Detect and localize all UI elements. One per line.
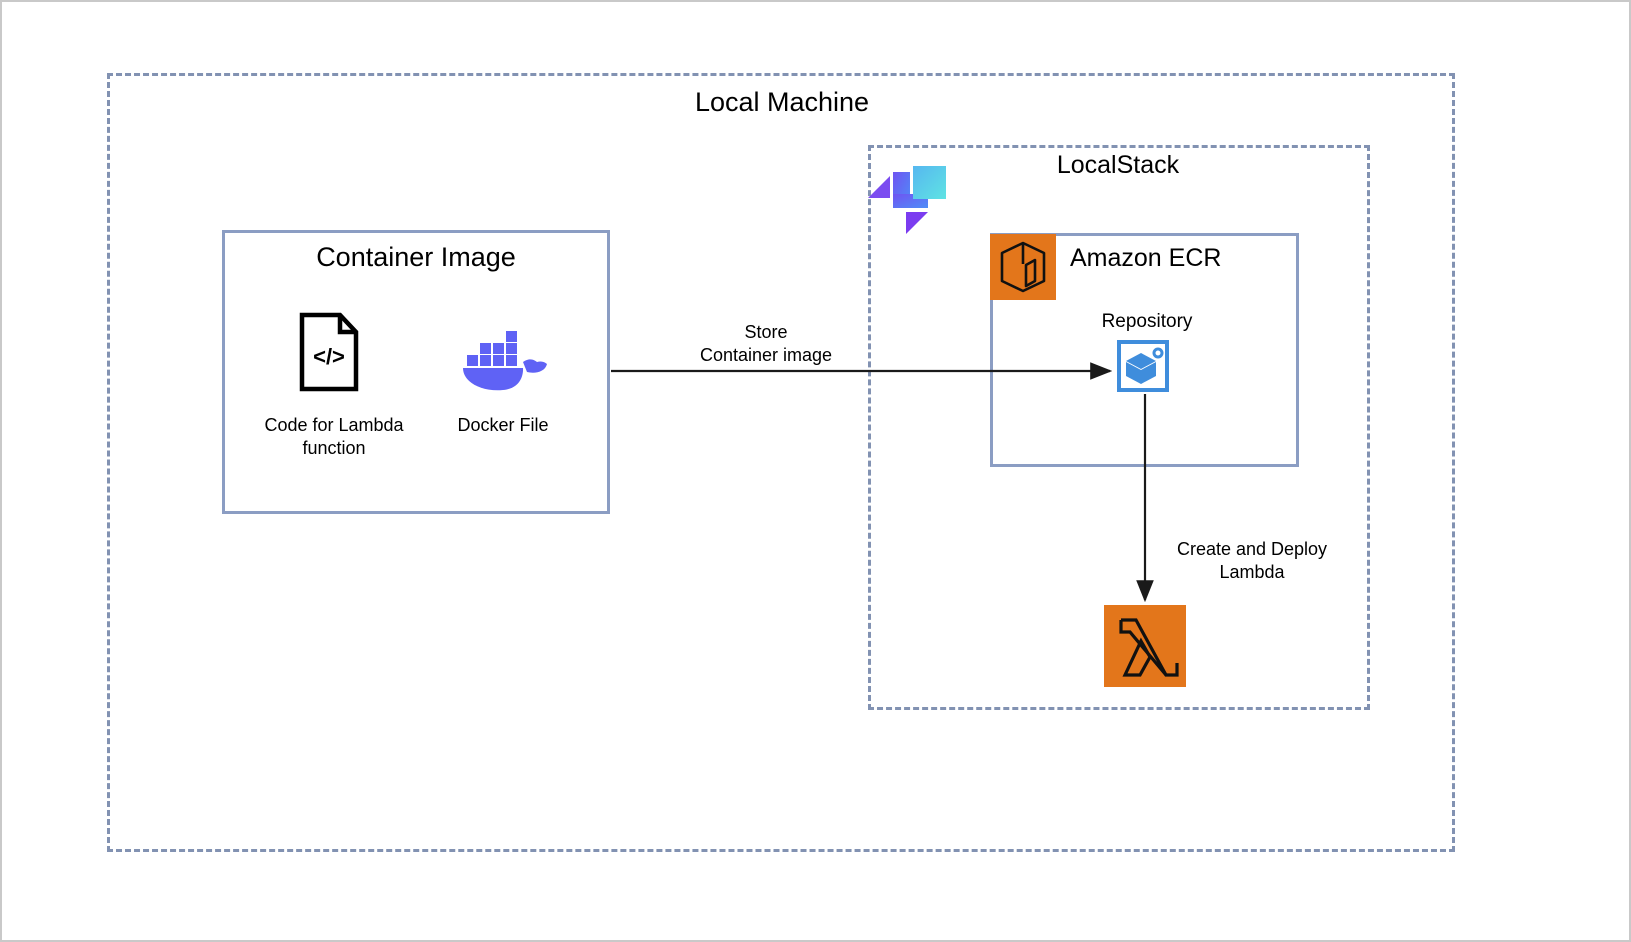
amazon-ecr-icon bbox=[990, 234, 1056, 300]
aws-lambda-icon bbox=[1104, 605, 1186, 687]
repository-label: Repository bbox=[1101, 311, 1193, 332]
docker-file-label: Docker File bbox=[457, 415, 549, 435]
local-machine-container bbox=[107, 73, 1455, 852]
ecr-repository-icon bbox=[1117, 340, 1169, 392]
docker-whale-icon bbox=[457, 322, 549, 394]
code-for-lambda-label: Code for Lambda function bbox=[264, 415, 404, 459]
svg-text:</>: </> bbox=[313, 344, 345, 369]
amazon-ecr-title: Amazon ECR bbox=[1070, 244, 1222, 272]
local-machine-title: Local Machine bbox=[694, 87, 870, 117]
container-image-box bbox=[222, 230, 610, 514]
localstack-container bbox=[868, 145, 1370, 710]
store-arrow-label: Store Container image bbox=[699, 322, 833, 366]
localstack-title: LocalStack bbox=[1056, 151, 1180, 179]
localstack-logo bbox=[864, 150, 950, 236]
deploy-arrow-label: Create and Deploy Lambda bbox=[1176, 539, 1328, 583]
code-file-icon: </> bbox=[298, 312, 360, 392]
container-image-title: Container Image bbox=[316, 242, 516, 272]
